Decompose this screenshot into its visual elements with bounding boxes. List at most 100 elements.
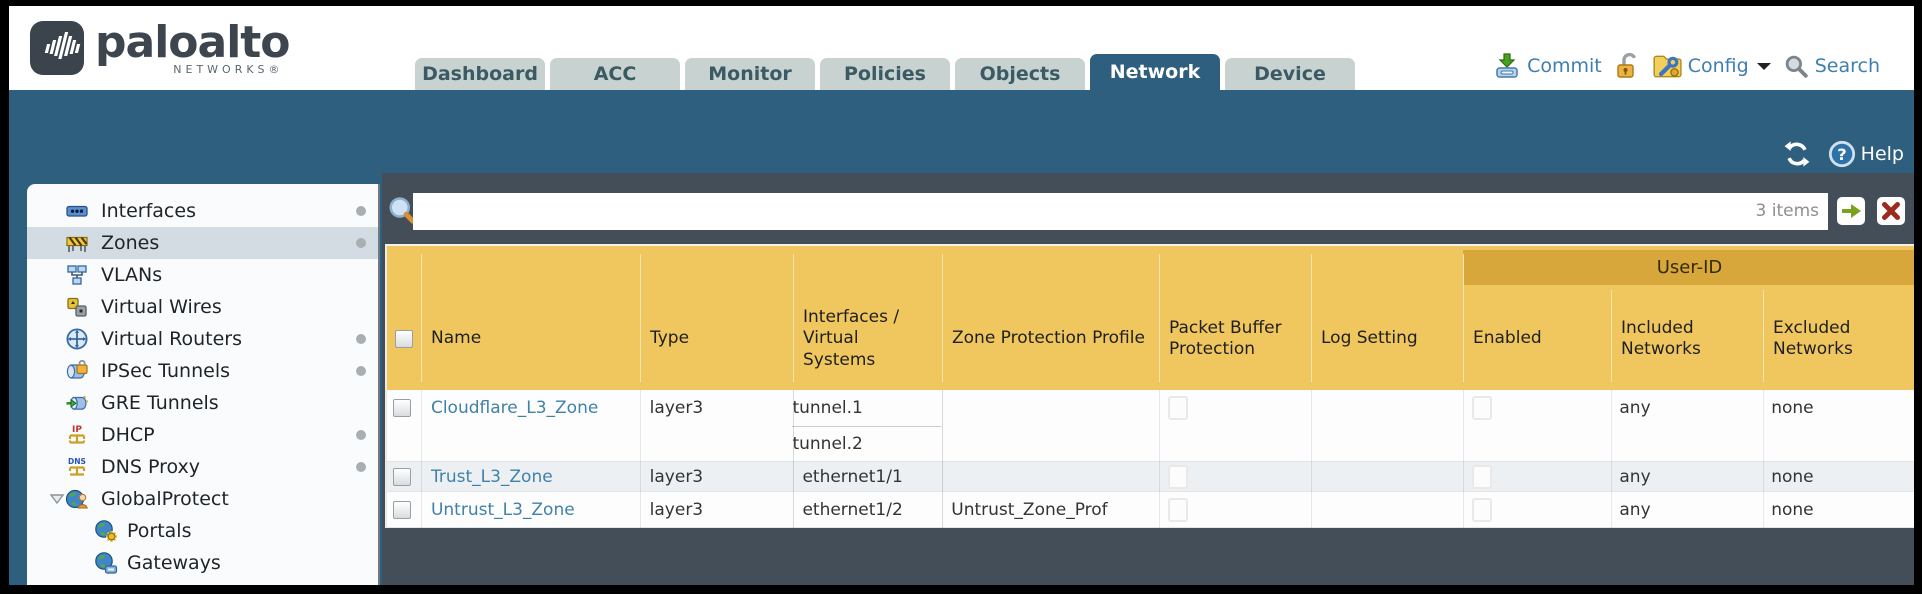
sidebar-item-label: IPSec Tunnels bbox=[101, 360, 231, 382]
help-label: Help bbox=[1860, 143, 1904, 165]
commit-button[interactable]: Commit bbox=[1493, 52, 1602, 80]
sidebar-item-virtual-wires[interactable]: Virtual Wires bbox=[27, 291, 378, 323]
paloalto-logo: paloalto NETWORKS® bbox=[29, 20, 291, 76]
help-icon: ? bbox=[1828, 140, 1855, 168]
clear-filter-button[interactable] bbox=[1877, 197, 1905, 225]
select-all-checkbox[interactable] bbox=[395, 330, 413, 348]
tab-dashboard[interactable]: Dashboard bbox=[415, 58, 545, 90]
sidebar-item-virtual-routers[interactable]: Virtual Routers bbox=[27, 323, 378, 355]
cell-excluded-networks: none bbox=[1771, 500, 1814, 520]
cell-log-setting bbox=[1310, 492, 1462, 527]
column-header-inc[interactable]: Included Networks bbox=[1621, 317, 1701, 359]
cell-user-id-enabled bbox=[1462, 390, 1610, 461]
portals-icon bbox=[95, 520, 117, 542]
expander-triangle-icon[interactable] bbox=[49, 491, 65, 507]
virtual-routers-icon bbox=[66, 328, 88, 350]
tab-device[interactable]: Device bbox=[1225, 58, 1355, 90]
sidebar-item-gateways[interactable]: Gateways bbox=[27, 547, 378, 579]
cell-excluded-networks: none bbox=[1771, 398, 1814, 418]
cell-included-networks: any bbox=[1619, 467, 1651, 487]
cell-user-id-enabled bbox=[1462, 492, 1610, 527]
sidebar-item-label: Gateways bbox=[127, 552, 221, 574]
sidebar-item-label: Virtual Wires bbox=[101, 296, 222, 318]
row-checkbox[interactable] bbox=[393, 399, 411, 417]
pending-change-dot bbox=[356, 366, 366, 376]
sidebar-item-label: Portals bbox=[127, 520, 192, 542]
row-checkbox[interactable] bbox=[393, 468, 411, 486]
pending-change-dot bbox=[356, 430, 366, 440]
column-header-type[interactable]: Type bbox=[650, 328, 690, 349]
sidebar-item-ipsec-tunnels[interactable]: IPSec Tunnels bbox=[27, 355, 378, 387]
sidebar-item-portals[interactable]: Portals bbox=[27, 515, 378, 547]
cell-type: layer3 bbox=[649, 398, 704, 418]
cell-interfaces: ethernet1/1 bbox=[802, 467, 903, 487]
dhcp-icon: IP bbox=[68, 425, 86, 444]
column-header-zpp[interactable]: Zone Protection Profile bbox=[952, 328, 1145, 349]
table-header: User-ID Name Type Interfaces / Virtual Syst… bbox=[385, 244, 1914, 390]
column-header-exc[interactable]: Excluded Networks bbox=[1773, 317, 1853, 359]
apply-filter-button[interactable] bbox=[1837, 197, 1865, 225]
tab-objects[interactable]: Objects bbox=[955, 58, 1085, 90]
column-header-name[interactable]: Name bbox=[431, 328, 482, 349]
pending-change-dot bbox=[356, 462, 366, 472]
search-icon bbox=[1785, 55, 1808, 78]
user-id-enabled-checkbox bbox=[1471, 498, 1492, 522]
filter-input[interactable] bbox=[413, 193, 1828, 230]
zone-name-link[interactable]: Untrust_L3_Zone bbox=[430, 500, 575, 520]
search-button[interactable]: Search bbox=[1783, 53, 1880, 79]
config-menu[interactable]: Config bbox=[1652, 52, 1771, 80]
filter-bar: 3 items bbox=[413, 193, 1828, 230]
sidebar-item-label: Interfaces bbox=[101, 200, 196, 222]
zone-name-link[interactable]: Cloudflare_L3_Zone bbox=[430, 398, 599, 418]
sidebar-item-globalprotect[interactable]: GlobalProtect bbox=[27, 483, 378, 515]
tab-network[interactable]: Network bbox=[1090, 54, 1220, 90]
unlock-icon[interactable] bbox=[1614, 52, 1640, 80]
refresh-icon[interactable] bbox=[1782, 140, 1812, 168]
sidebar-item-label: Zones bbox=[101, 232, 160, 254]
column-header-log[interactable]: Log Setting bbox=[1321, 328, 1418, 349]
column-header-en[interactable]: Enabled bbox=[1473, 328, 1542, 349]
help-button[interactable]: ? Help bbox=[1828, 140, 1904, 168]
caret-down-icon bbox=[1756, 62, 1771, 77]
paloalto-logo-mark bbox=[30, 21, 84, 75]
sidebar-item-label: VLANs bbox=[101, 264, 163, 286]
cell-zone-protection-profile bbox=[941, 462, 1158, 491]
arrow-right-icon bbox=[1842, 204, 1861, 218]
sidebar-item-vlans[interactable]: VLANs bbox=[27, 259, 378, 291]
dns-proxy-icon: DNS bbox=[68, 457, 86, 476]
pending-change-dot bbox=[356, 238, 366, 248]
ipsec-tunnels-icon bbox=[66, 359, 88, 379]
tab-policies[interactable]: Policies bbox=[820, 58, 950, 90]
user-id-group-header: User-ID bbox=[1463, 250, 1914, 285]
cell-name: Trust_L3_Zone bbox=[421, 462, 640, 491]
search-label: Search bbox=[1814, 55, 1880, 77]
sidebar-item-gre-tunnels[interactable]: GRE Tunnels bbox=[27, 387, 378, 419]
sidebar-item-zones[interactable]: Zones bbox=[27, 227, 378, 259]
sidebar-item-interfaces[interactable]: Interfaces bbox=[27, 195, 378, 227]
tab-monitor[interactable]: Monitor bbox=[685, 58, 815, 90]
column-header-pbp[interactable]: Packet Buffer Protection bbox=[1169, 317, 1282, 359]
cell-name: Untrust_L3_Zone bbox=[421, 492, 640, 527]
cell-excluded-networks: none bbox=[1771, 467, 1814, 487]
main-panel: 3 items User-ID Name Type Interfaces / Virt… bbox=[382, 173, 1914, 585]
config-icon bbox=[1653, 55, 1682, 78]
interfaces-icon bbox=[66, 205, 88, 217]
logo-text: paloalto NETWORKS® bbox=[95, 20, 291, 76]
svg-text:?: ? bbox=[1837, 145, 1846, 164]
zone-name-link[interactable]: Trust_L3_Zone bbox=[430, 467, 553, 487]
column-header-ifs[interactable]: Interfaces / Virtual Systems bbox=[803, 307, 900, 370]
svg-text:IP: IP bbox=[72, 425, 82, 435]
sidebar-item-label: Virtual Routers bbox=[101, 328, 242, 350]
row-checkbox[interactable] bbox=[393, 501, 411, 519]
tab-acc[interactable]: ACC bbox=[550, 58, 680, 90]
